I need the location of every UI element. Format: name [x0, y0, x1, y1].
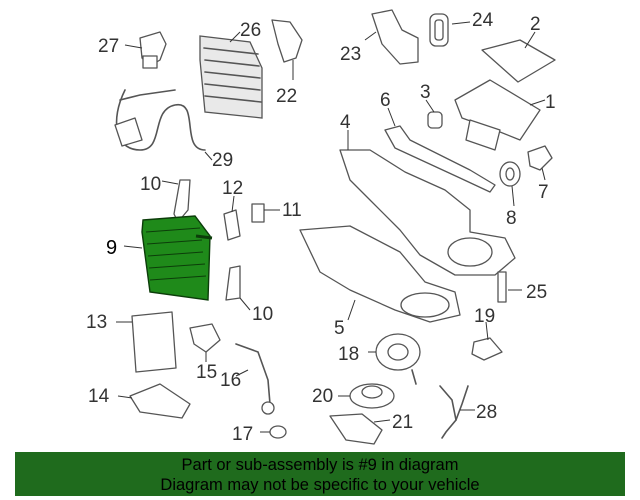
leader-26: [229, 31, 241, 43]
callout-17: 17: [232, 424, 253, 445]
leader-9: [123, 245, 143, 249]
callout-25: 25: [526, 282, 547, 303]
part-15-hose[interactable]: [189, 323, 221, 353]
callout-18: 18: [338, 344, 359, 365]
leader-24: [451, 21, 471, 25]
part-12-sensor[interactable]: [223, 209, 241, 241]
part-28-harness[interactable]: [439, 385, 469, 439]
callout-24: 24: [472, 10, 494, 31]
part-2-cover[interactable]: [481, 39, 556, 83]
leader-23: [364, 31, 377, 41]
callout-6: 6: [380, 90, 391, 111]
part-5-lower-case[interactable]: [299, 225, 461, 323]
callout-4: 4: [340, 112, 351, 133]
part-13-panel[interactable]: [131, 311, 177, 373]
callout-10-upper: 10: [140, 174, 161, 195]
callout-9: 9: [106, 237, 117, 259]
part-11-clip[interactable]: [251, 203, 265, 223]
leader-19: [485, 321, 489, 341]
part-16-tube[interactable]: [235, 343, 275, 415]
leader-5: [347, 299, 356, 321]
part-26-filter[interactable]: [199, 35, 263, 119]
callout-10-lower: 10: [252, 304, 273, 325]
part-7-motor[interactable]: [527, 145, 553, 171]
callout-3: 3: [420, 82, 431, 103]
leader-6: [387, 107, 396, 127]
callout-11: 11: [282, 200, 302, 221]
part-3-grommet[interactable]: [427, 111, 443, 129]
callout-7: 7: [538, 182, 549, 203]
parts-diagram: 27 26 22 29 23 24 2 1 3 6 4 7 8 10 12 11…: [86, 9, 556, 445]
leader-21: [373, 419, 391, 423]
callout-1: 1: [545, 92, 556, 113]
leader-14: [117, 395, 133, 399]
part-22-bracket[interactable]: [271, 19, 303, 63]
callout-8: 8: [506, 208, 517, 229]
part-23-duct[interactable]: [371, 9, 419, 65]
part-14-tray[interactable]: [129, 383, 191, 419]
part-25-sensor[interactable]: [497, 271, 507, 303]
part-10-upper[interactable]: [173, 179, 191, 223]
callout-16: 16: [220, 370, 241, 391]
callout-13: 13: [86, 312, 107, 333]
part-29-harness[interactable]: [114, 89, 206, 151]
callout-5: 5: [334, 318, 345, 339]
part-1-case[interactable]: [454, 79, 541, 151]
part-10-lower[interactable]: [225, 265, 241, 301]
part-18-blower[interactable]: [375, 333, 421, 385]
part-21-bracket[interactable]: [329, 413, 383, 445]
callout-22: 22: [276, 86, 297, 107]
leader-10b: [239, 297, 251, 311]
part-8-seal[interactable]: [499, 161, 521, 187]
leader-2: [524, 31, 536, 49]
part-4-housing[interactable]: [339, 149, 516, 276]
callout-26: 26: [240, 20, 261, 41]
notice-line-2: Diagram may not be specific to your vehi…: [160, 476, 480, 494]
callout-15: 15: [196, 362, 217, 383]
callout-23: 23: [340, 44, 361, 65]
leader-10a: [161, 180, 179, 185]
callout-19: 19: [474, 306, 495, 327]
leader-16: [235, 369, 249, 377]
notice-line-1: Part or sub-assembly is #9 in diagram: [181, 456, 459, 474]
callout-28: 28: [476, 402, 497, 423]
callout-20: 20: [312, 386, 333, 407]
callout-27: 27: [98, 36, 119, 57]
callout-12: 12: [222, 178, 243, 199]
part-19-resistor[interactable]: [471, 337, 503, 361]
callout-14: 14: [88, 386, 110, 407]
part-20-wheel[interactable]: [349, 383, 395, 409]
part-6-rod[interactable]: [384, 125, 496, 193]
callout-2: 2: [530, 14, 541, 35]
leader-27: [124, 44, 143, 49]
notice-banner: Part or sub-assembly is #9 in diagram Di…: [15, 452, 625, 496]
callout-29: 29: [212, 150, 233, 171]
part-24-seal[interactable]: [429, 13, 449, 47]
leader-29: [204, 151, 213, 161]
callout-21: 21: [392, 412, 413, 433]
leader-3: [425, 99, 435, 113]
leader-1: [529, 99, 546, 106]
part-9-heater-core[interactable]: [141, 215, 213, 301]
part-17-grommet[interactable]: [269, 425, 287, 439]
part-27-actuator[interactable]: [139, 31, 167, 69]
leader-7: [541, 167, 546, 181]
leader-12: [231, 195, 235, 213]
leader-8: [511, 185, 515, 207]
